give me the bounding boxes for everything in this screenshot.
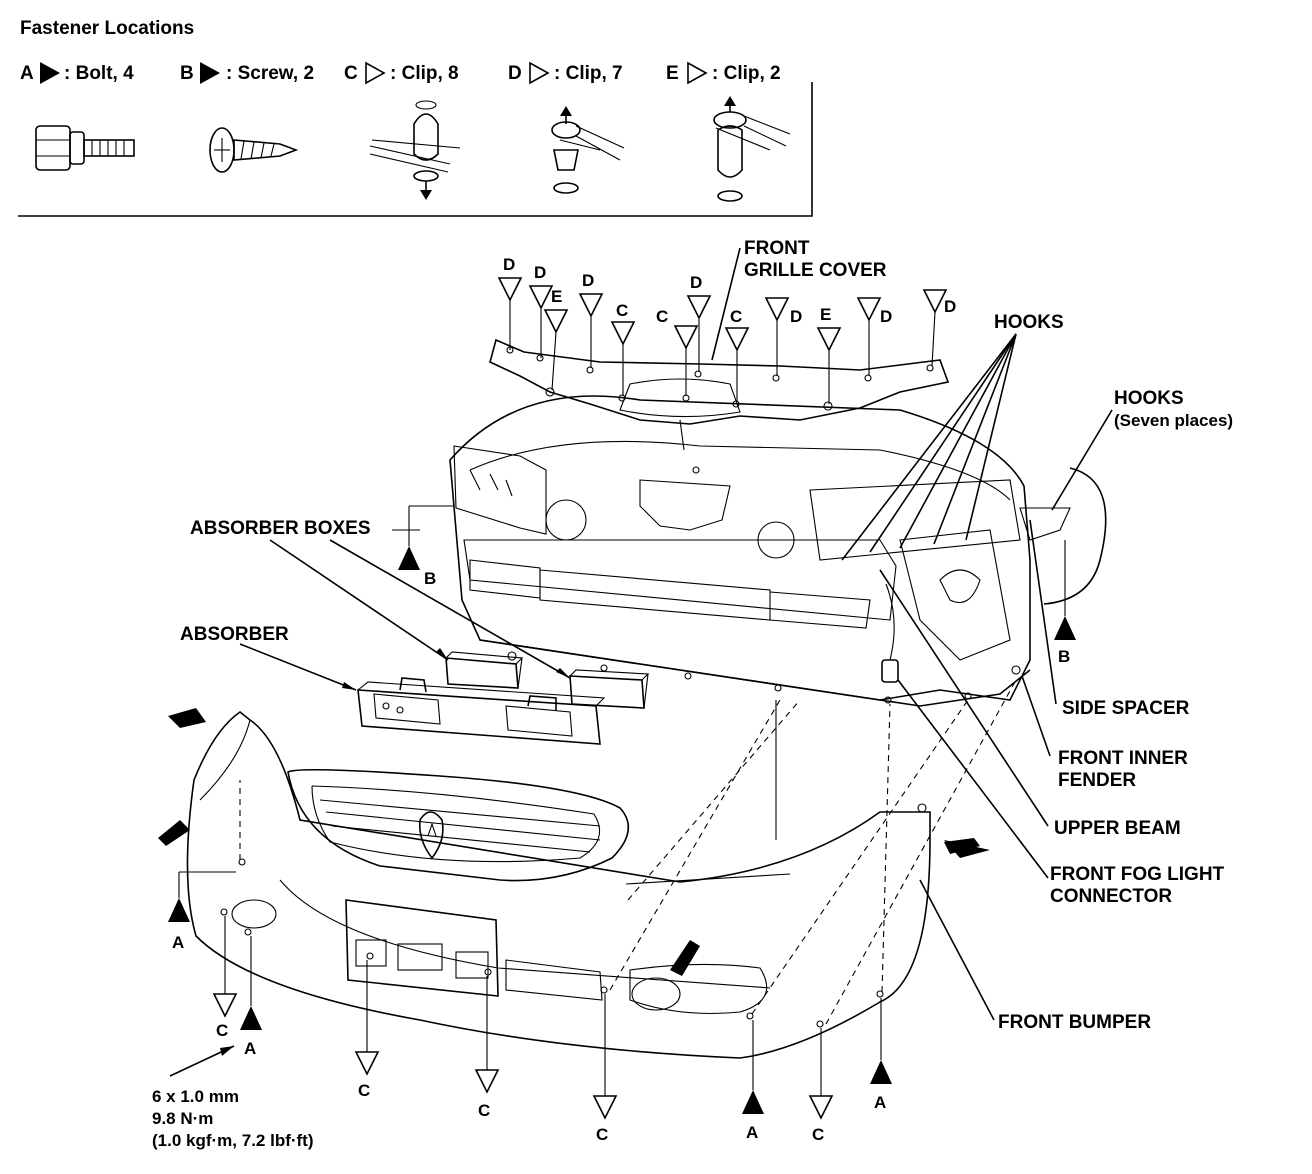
marker-d: D: [944, 297, 956, 316]
upper-beam-frame: [449, 395, 1107, 707]
marker-b: B: [1058, 647, 1070, 666]
label-side-spacer: SIDE SPACER: [1062, 698, 1190, 719]
marker-c: C: [656, 307, 668, 326]
torque-line-2: 9.8 N·m: [152, 1109, 213, 1128]
clip-c-icon: [369, 100, 461, 200]
clip-e-icon: [713, 96, 791, 202]
legend-letter-c: C: [344, 63, 358, 84]
absorber-boxes: [445, 651, 650, 709]
pull-arrow-icon: [158, 820, 190, 846]
marker-d: D: [790, 307, 802, 326]
torque-line-1: 6 x 1.0 mm: [152, 1087, 239, 1106]
bumper-fastener-markers: B B A C A C C C A C: [168, 505, 1076, 1144]
screw-icon: [209, 127, 299, 173]
marker-d: D: [582, 271, 594, 290]
legend-letter-b: B: [180, 63, 194, 84]
hollow-triangle-icon: [529, 61, 550, 85]
label-absorber: ABSORBER: [180, 624, 289, 645]
marker-d: D: [880, 307, 892, 326]
marker-a: A: [874, 1093, 886, 1112]
label-hooks-seven-2: (Seven places): [1114, 411, 1233, 430]
marker-e: E: [820, 305, 831, 324]
label-inner-fender-2: FENDER: [1058, 770, 1136, 791]
legend-box-border: [18, 82, 813, 217]
marker-a: A: [244, 1039, 256, 1058]
marker-c: C: [730, 307, 742, 326]
hollow-triangle-icon: [687, 61, 708, 85]
legend-label-a: : Bolt, 4: [64, 63, 134, 84]
front-grille-cover: [489, 338, 950, 425]
label-front-grille-2: GRILLE COVER: [744, 260, 887, 281]
legend-letter-d: D: [508, 63, 522, 84]
clip-d-icon: [551, 106, 625, 194]
marker-c: C: [478, 1101, 490, 1120]
label-hooks: HOOKS: [994, 312, 1064, 333]
marker-c: C: [812, 1125, 824, 1144]
label-fog-connector-2: CONNECTOR: [1050, 886, 1172, 907]
bolt-icon: [35, 125, 135, 171]
marker-e: E: [551, 287, 562, 306]
label-inner-fender-1: FRONT INNER: [1058, 748, 1188, 769]
solid-triangle-icon: [40, 62, 60, 84]
pull-arrow-icon: [944, 840, 990, 858]
leader-lines: [169, 333, 1113, 1077]
legend-label-e: : Clip, 2: [712, 63, 781, 84]
legend-label-b: : Screw, 2: [226, 63, 314, 84]
marker-c: C: [596, 1125, 608, 1144]
label-hooks-seven-1: HOOKS: [1114, 388, 1184, 409]
marker-d: D: [534, 263, 546, 282]
marker-c: C: [616, 301, 628, 320]
pull-arrow-icon: [168, 708, 206, 728]
marker-d: D: [503, 255, 515, 274]
pull-arrow-icon: [670, 940, 700, 976]
label-absorber-boxes: ABSORBER BOXES: [190, 518, 371, 539]
front-bumper: [158, 708, 990, 1059]
fastener-legend: Fastener Locations A : Bolt, 4 B : Screw…: [18, 18, 813, 217]
marker-c: C: [216, 1021, 228, 1040]
label-upper-beam: UPPER BEAM: [1054, 818, 1181, 839]
marker-a: A: [746, 1123, 758, 1142]
grille-cover-clip-markers: D D E D C C D C D E: [497, 255, 956, 404]
label-front-bumper: FRONT BUMPER: [998, 1012, 1151, 1033]
legend-label-c: : Clip, 8: [390, 63, 459, 84]
marker-c: C: [358, 1081, 370, 1100]
marker-d: D: [690, 273, 702, 292]
solid-triangle-icon: [200, 62, 220, 84]
leader-grille-cover: [711, 247, 741, 361]
legend-title: Fastener Locations: [20, 18, 194, 39]
legend-letter-a: A: [20, 63, 34, 84]
marker-b: B: [424, 569, 436, 588]
legend-letter-e: E: [666, 63, 679, 84]
hollow-triangle-icon: [365, 61, 386, 85]
marker-a: A: [172, 933, 184, 952]
legend-label-d: : Clip, 7: [554, 63, 623, 84]
label-fog-connector-1: FRONT FOG LIGHT: [1050, 864, 1225, 885]
label-front-grille-1: FRONT: [744, 238, 810, 259]
torque-line-3: (1.0 kgf·m, 7.2 lbf·ft): [152, 1131, 314, 1150]
assembly-arrow: [679, 419, 685, 451]
absorber: [357, 677, 606, 745]
